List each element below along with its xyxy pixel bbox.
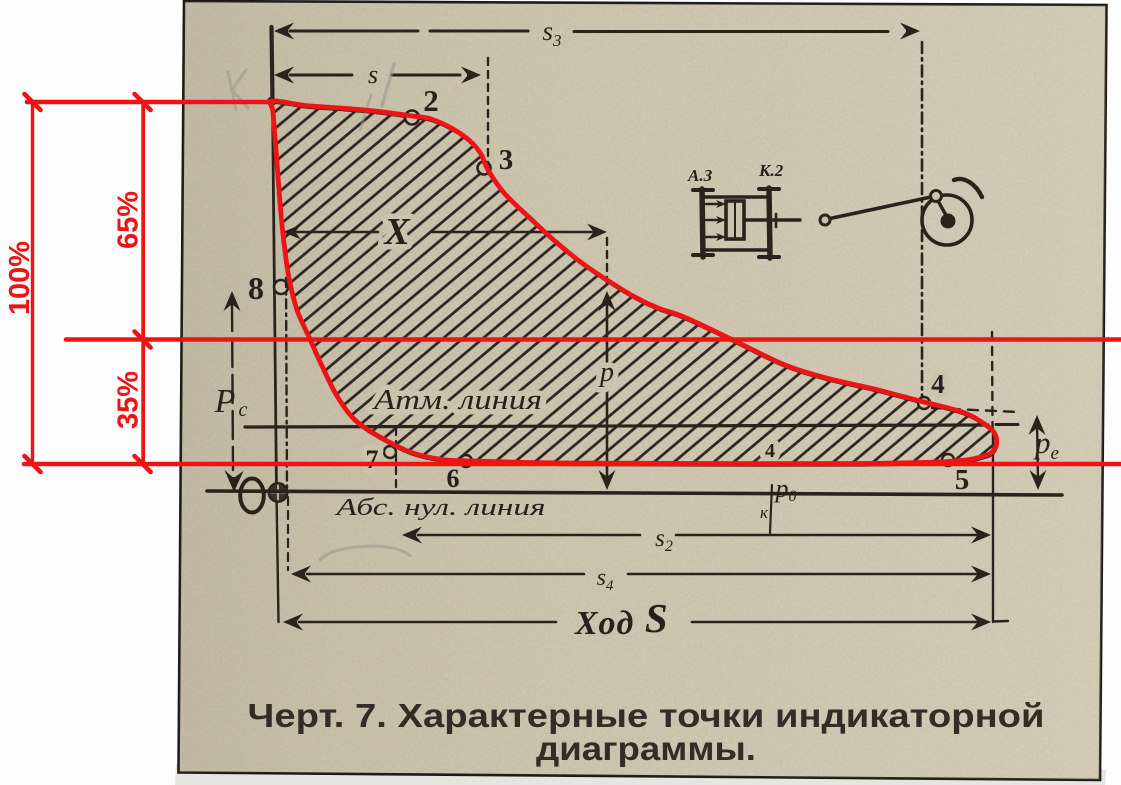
svg-text:7: 7: [366, 445, 379, 474]
svg-text:4: 4: [931, 369, 945, 399]
svg-text:P: P: [214, 383, 236, 420]
svg-text:3: 3: [499, 144, 514, 176]
svg-text:X: X: [383, 211, 411, 253]
svg-text:А.З: А.З: [687, 166, 713, 185]
svg-text:65%: 65%: [113, 191, 145, 249]
svg-text:p: p: [598, 357, 614, 388]
svg-text:Абс. нул. линия: Абс. нул. линия: [334, 495, 546, 521]
svg-text:8: 8: [248, 270, 264, 306]
svg-text:Атм. линия: Атм. линия: [372, 385, 542, 416]
svg-text:100%: 100%: [4, 241, 36, 315]
svg-text:6: 6: [447, 464, 460, 493]
svg-text:к: к: [760, 503, 769, 522]
svg-text:К.2: К.2: [758, 161, 784, 180]
svg-text:диаграммы.: диаграммы.: [536, 730, 756, 767]
svg-text:c: c: [239, 399, 248, 421]
svg-text:s: s: [368, 60, 378, 89]
svg-text:5: 5: [955, 464, 970, 496]
svg-text:4: 4: [765, 440, 775, 462]
svg-text:Черт. 7. Характерные точки ин: Черт. 7. Характерные точки индикаторной: [248, 697, 1045, 734]
svg-text:35%: 35%: [113, 371, 145, 429]
svg-text:2: 2: [423, 83, 439, 118]
